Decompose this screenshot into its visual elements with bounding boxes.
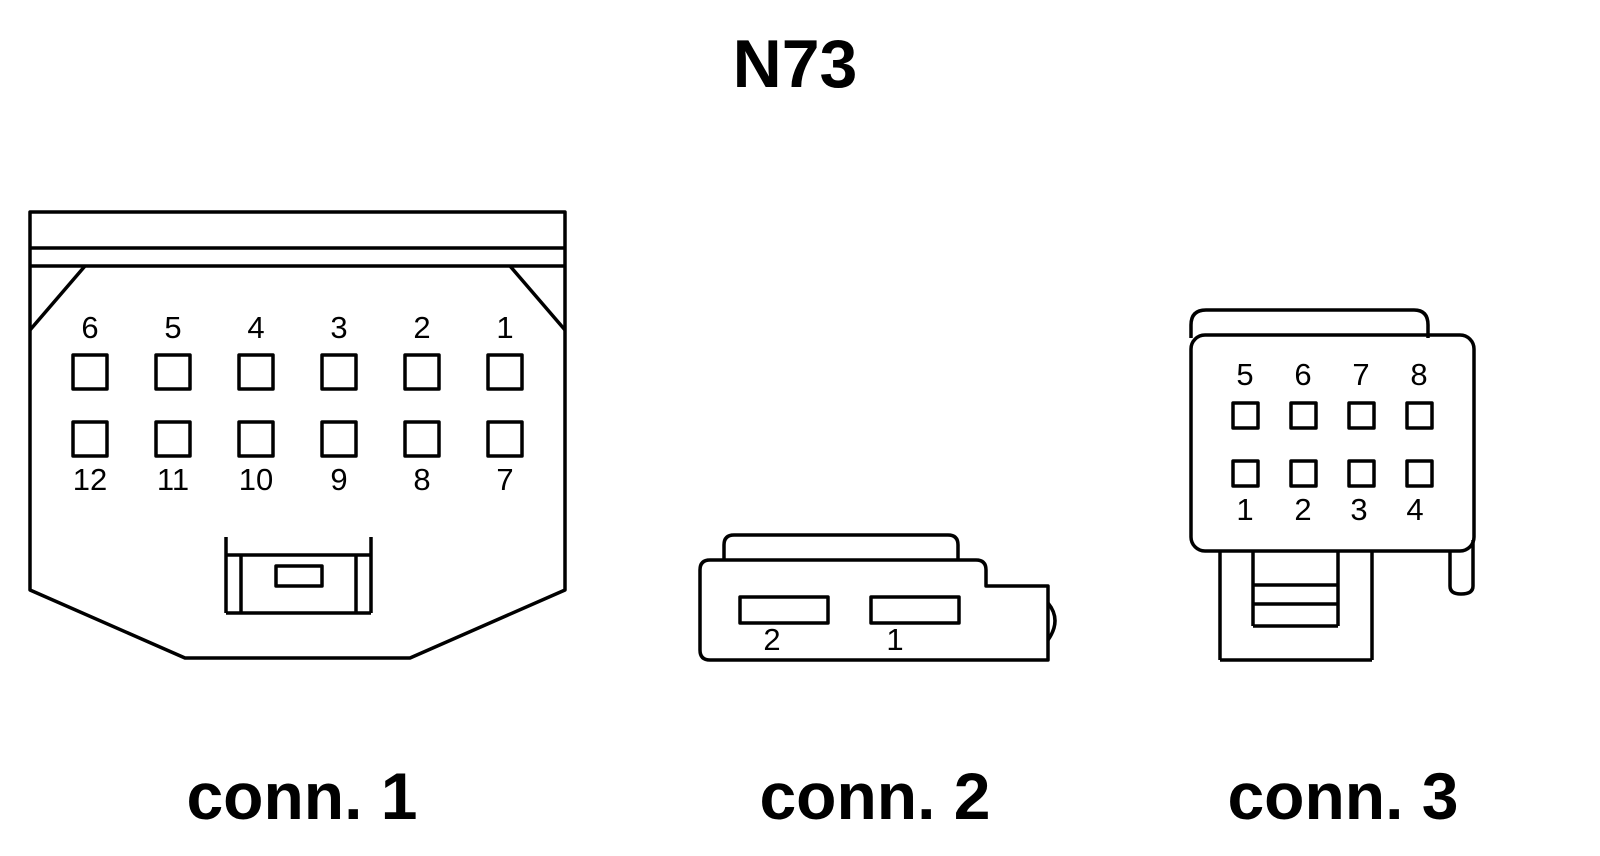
pin-square [1405, 459, 1434, 488]
pin-label: 6 [1294, 357, 1311, 392]
connector-3-side-hook [1448, 540, 1475, 596]
connector-1-caption: conn. 1 [186, 759, 417, 833]
pin-label: 7 [496, 462, 513, 497]
connector-2: 2 1 conn. 2 [698, 533, 1057, 833]
pin-square [1289, 401, 1318, 430]
connector-2-pin-slot [738, 595, 830, 625]
pin-label: 1 [886, 622, 903, 657]
pin-label: 1 [1236, 492, 1253, 527]
pin-square [1347, 459, 1376, 488]
connector-3: 5 6 7 8 1 2 3 4 conn. 3 [1189, 308, 1476, 833]
connector-2-top-tab [722, 533, 960, 560]
pin-label: 5 [164, 310, 181, 345]
connector-2-side-latch [1046, 601, 1057, 642]
pin-label: 10 [239, 462, 273, 497]
pin-square [320, 420, 358, 458]
connector-3-caption: conn. 3 [1227, 759, 1458, 833]
pin-square [71, 420, 109, 458]
pin-label: 12 [73, 462, 107, 497]
connector-1: 6 5 4 3 2 1 12 11 10 9 8 7 conn. 1 [28, 210, 567, 833]
pin-label: 4 [1406, 492, 1423, 527]
pin-square [1231, 459, 1260, 488]
pin-label: 5 [1236, 357, 1253, 392]
pin-square [403, 420, 441, 458]
pin-square [154, 353, 192, 391]
connector-1-latch [224, 537, 373, 615]
pin-square [320, 353, 358, 391]
connector-3-base [1218, 551, 1374, 662]
pin-square [1231, 401, 1260, 430]
pin-label: 2 [413, 310, 430, 345]
connector-3-body [1189, 333, 1476, 553]
pin-square [71, 353, 109, 391]
pin-label: 7 [1352, 357, 1369, 392]
pin-label: 8 [413, 462, 430, 497]
connector-3-back-plate [1189, 308, 1430, 338]
pin-label: 3 [1350, 492, 1367, 527]
connector-2-pin-slot [869, 595, 961, 625]
connector-1-pin-row-bottom [71, 420, 524, 458]
connector-2-body [698, 558, 1050, 662]
pin-label: 6 [81, 310, 98, 345]
connector-1-right-chamfer [508, 264, 567, 332]
connector-1-body [28, 210, 567, 660]
connector-1-pin-row-top [71, 353, 524, 391]
pin-label: 11 [157, 462, 189, 497]
pin-square [1405, 401, 1434, 430]
diagram-title: N73 [733, 26, 858, 102]
connector-2-caption: conn. 2 [759, 759, 990, 833]
pin-label: 2 [1294, 492, 1311, 527]
pin-label: 2 [763, 622, 780, 657]
pin-label: 3 [330, 310, 347, 345]
connector-1-left-chamfer [28, 264, 87, 332]
pin-square [154, 420, 192, 458]
pin-label: 9 [330, 462, 347, 497]
pin-square [403, 353, 441, 391]
pin-label: 8 [1410, 357, 1427, 392]
pin-square [237, 420, 275, 458]
pin-square [1289, 459, 1318, 488]
pin-label: 1 [496, 310, 513, 345]
pin-square [1347, 401, 1376, 430]
pin-square [486, 420, 524, 458]
pin-label: 4 [247, 310, 264, 345]
pin-square [486, 353, 524, 391]
pin-square [237, 353, 275, 391]
